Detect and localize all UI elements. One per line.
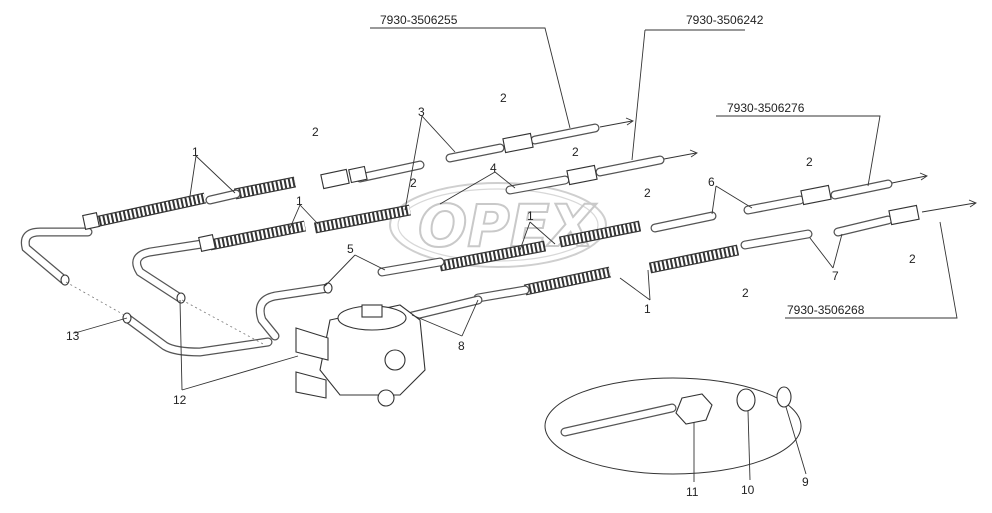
hose-center-upper bbox=[313, 204, 412, 234]
tube-3-upper bbox=[445, 117, 634, 163]
callout-3: 3 bbox=[418, 105, 425, 119]
callout-1-a: 1 bbox=[192, 145, 199, 159]
dashed-link-12 bbox=[181, 299, 266, 346]
leader-1c bbox=[519, 221, 556, 251]
leader-5 bbox=[324, 254, 386, 287]
leader-7 bbox=[809, 233, 843, 269]
part-number-c: 7930-3506276 bbox=[727, 101, 805, 115]
part-number-b: 7930-3506242 bbox=[686, 13, 764, 27]
detail-inset bbox=[544, 377, 802, 475]
callout-2-h: 2 bbox=[909, 252, 916, 266]
callout-2-d: 2 bbox=[410, 176, 417, 190]
tube-left-fitting-2 bbox=[320, 160, 425, 190]
ring-10-shape bbox=[736, 388, 756, 412]
callout-2-g: 2 bbox=[742, 286, 749, 300]
leader-3 bbox=[404, 115, 456, 211]
hose-right-lower bbox=[648, 244, 740, 274]
tube-8 bbox=[407, 285, 530, 321]
hose-left-upper bbox=[82, 192, 207, 230]
callout-10: 10 bbox=[741, 483, 755, 497]
tube-6 bbox=[650, 172, 928, 233]
tube-7 bbox=[740, 199, 977, 250]
hose-short-a bbox=[205, 176, 297, 205]
leader-12 bbox=[179, 299, 299, 391]
callout-1-b: 1 bbox=[296, 194, 303, 208]
leader-13 bbox=[74, 317, 128, 334]
callout-2-c: 2 bbox=[572, 145, 579, 159]
hose-left-mid bbox=[198, 220, 307, 252]
callout-1-c: 1 bbox=[527, 209, 534, 223]
callout-2-a: 2 bbox=[312, 125, 319, 139]
dashed-link-13 bbox=[65, 281, 127, 317]
callout-8: 8 bbox=[458, 339, 465, 353]
callout-4: 4 bbox=[490, 161, 497, 175]
pn-a-leader bbox=[370, 27, 571, 129]
leader-6 bbox=[711, 185, 753, 215]
nut-11-shape bbox=[675, 393, 713, 425]
callout-9: 9 bbox=[802, 475, 809, 489]
leader-4 bbox=[439, 171, 516, 205]
leader-8 bbox=[411, 299, 479, 337]
leader-10 bbox=[747, 410, 751, 481]
callout-12: 12 bbox=[173, 393, 187, 407]
callout-5: 5 bbox=[347, 242, 354, 256]
washer-9-shape bbox=[776, 386, 792, 408]
callout-2-b: 2 bbox=[500, 91, 507, 105]
pn-c-leader bbox=[716, 115, 881, 187]
part-number-a: 7930-3506255 bbox=[380, 13, 458, 27]
callout-1-d: 1 bbox=[644, 302, 651, 316]
tube-4-upper bbox=[505, 149, 698, 195]
hose-center-right bbox=[558, 220, 642, 248]
tube-12 bbox=[132, 239, 333, 341]
part-number-d: 7930-3506268 bbox=[787, 303, 865, 317]
pn-b-leader bbox=[631, 29, 745, 161]
hose-center-mid bbox=[438, 240, 547, 272]
valve-body bbox=[295, 304, 426, 407]
tube-13 bbox=[20, 227, 273, 357]
leader-1a bbox=[189, 155, 236, 197]
pn-d-leader bbox=[785, 221, 958, 319]
leader-9 bbox=[785, 406, 807, 475]
callout-2-e: 2 bbox=[644, 186, 651, 200]
leader-1b bbox=[289, 204, 319, 229]
callout-13: 13 bbox=[66, 329, 80, 343]
leader-1d bbox=[619, 269, 651, 301]
callout-11: 11 bbox=[686, 485, 699, 499]
hose-center-lower bbox=[523, 266, 612, 296]
callout-6: 6 bbox=[708, 175, 715, 189]
callout-2-f: 2 bbox=[806, 155, 813, 169]
callout-7: 7 bbox=[832, 269, 839, 283]
tube-5 bbox=[377, 257, 445, 277]
